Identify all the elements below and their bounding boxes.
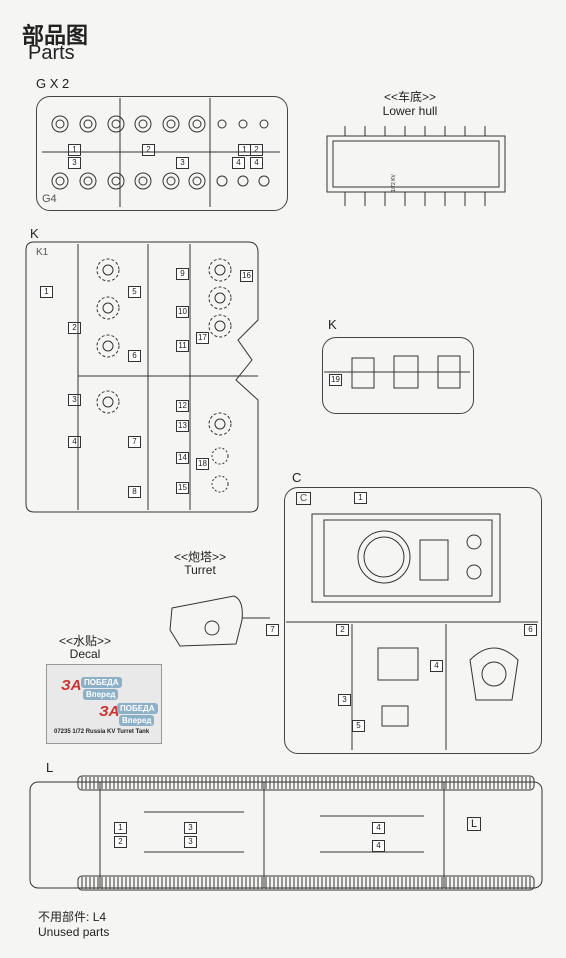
part-number-tag: 15 — [176, 482, 189, 494]
part-number-tag: 9 — [176, 268, 189, 280]
part-number-tag: 2 — [142, 144, 155, 156]
sprue-k2-frame — [322, 337, 474, 414]
part-number-tag: 2 — [114, 836, 127, 848]
part-number-tag: 4 — [430, 660, 443, 672]
sprue-l-corner: L — [467, 817, 482, 831]
part-number-tag: 5 — [128, 286, 141, 298]
part-number-tag: 19 — [329, 374, 342, 386]
part-number-tag: 12 — [176, 400, 189, 412]
part-number-tag: 3 — [176, 157, 189, 169]
part-number-tag: 1 — [238, 144, 251, 156]
decal-badge-3: ПОБЕДА — [117, 703, 158, 714]
part-number-tag: 1 — [354, 492, 367, 504]
part-number-tag: 4 — [250, 157, 263, 169]
unused-code: L4 — [92, 910, 107, 924]
part-number-tag: 7 — [128, 436, 141, 448]
decal-badge-4: Вперед — [119, 715, 155, 726]
sprue-l-label: L — [46, 760, 54, 775]
turret-caption-cn: <<炮塔>> — [173, 550, 227, 564]
sprue-g-corner: G4 — [42, 193, 57, 205]
sprue-c-label: C — [292, 470, 302, 485]
decal-sheet-caption: 07235 1/72 Russia KV Turret Tank — [54, 729, 150, 735]
decal-mark-1: ЗА — [61, 677, 82, 694]
lower-hull-caption-cn: <<车底>> — [383, 90, 437, 104]
decal-caption-cn: <<水贴>> — [58, 634, 112, 648]
part-number-tag: 4 — [372, 822, 385, 834]
decal-badge-1: ПОБЕДА — [81, 677, 122, 688]
part-number-tag: 2 — [336, 624, 349, 636]
sprue-k1-label: K — [30, 226, 39, 241]
page-title-cn: 部品图 — [22, 23, 89, 48]
part-number-tag: 1 — [40, 286, 53, 298]
part-number-tag: 13 — [176, 420, 189, 432]
sprue-k1-corner: K1 — [36, 247, 49, 258]
part-number-tag: 3 — [338, 694, 351, 706]
part-number-tag: 1 — [68, 144, 81, 156]
part-number-tag: 8 — [128, 486, 141, 498]
lower-hull-caption-en: Lower hull — [382, 104, 438, 118]
part-number-tag: 11 — [176, 340, 189, 352]
part-number-tag: 3 — [184, 822, 197, 834]
part-number-tag: 4 — [232, 157, 245, 169]
part-number-tag: 10 — [176, 306, 189, 318]
part-number-tag: 3 — [68, 157, 81, 169]
decal-mark-2: ЗА — [99, 703, 120, 720]
unused-cn-text: 不用部件: — [38, 910, 90, 924]
part-number-tag: 16 — [240, 270, 253, 282]
decal-caption-en: Decal — [69, 647, 101, 661]
sprue-k2-label: K — [328, 317, 337, 332]
turret-caption-en: Turret — [184, 563, 216, 577]
part-number-tag: 4 — [372, 840, 385, 852]
part-number-tag: 17 — [196, 332, 209, 344]
part-number-tag: 18 — [196, 458, 209, 470]
unused-parts-en: Unused parts — [38, 925, 110, 939]
sprue-g-label: G X 2 — [36, 76, 70, 91]
part-number-tag: 2 — [250, 144, 263, 156]
part-number-tag: 6 — [524, 624, 537, 636]
part-number-tag: 1 — [114, 822, 127, 834]
part-number-tag: 6 — [128, 350, 141, 362]
sprue-c-corner: C — [296, 492, 312, 505]
part-number-tag: 14 — [176, 452, 189, 464]
part-number-tag: 3 — [184, 836, 197, 848]
sprue-c-frame — [284, 487, 542, 754]
decal-sheet: ЗА ПОБЕДА Вперед ЗА ПОБЕДА Вперед 07235 … — [46, 664, 162, 744]
part-number-tag: 7 — [266, 624, 279, 636]
decal-badge-2: Вперед — [83, 689, 119, 700]
page-title-en: Parts — [28, 42, 75, 64]
unused-parts-cn: 不用部件: L4 — [38, 908, 106, 925]
sprue-g-frame — [36, 96, 288, 211]
